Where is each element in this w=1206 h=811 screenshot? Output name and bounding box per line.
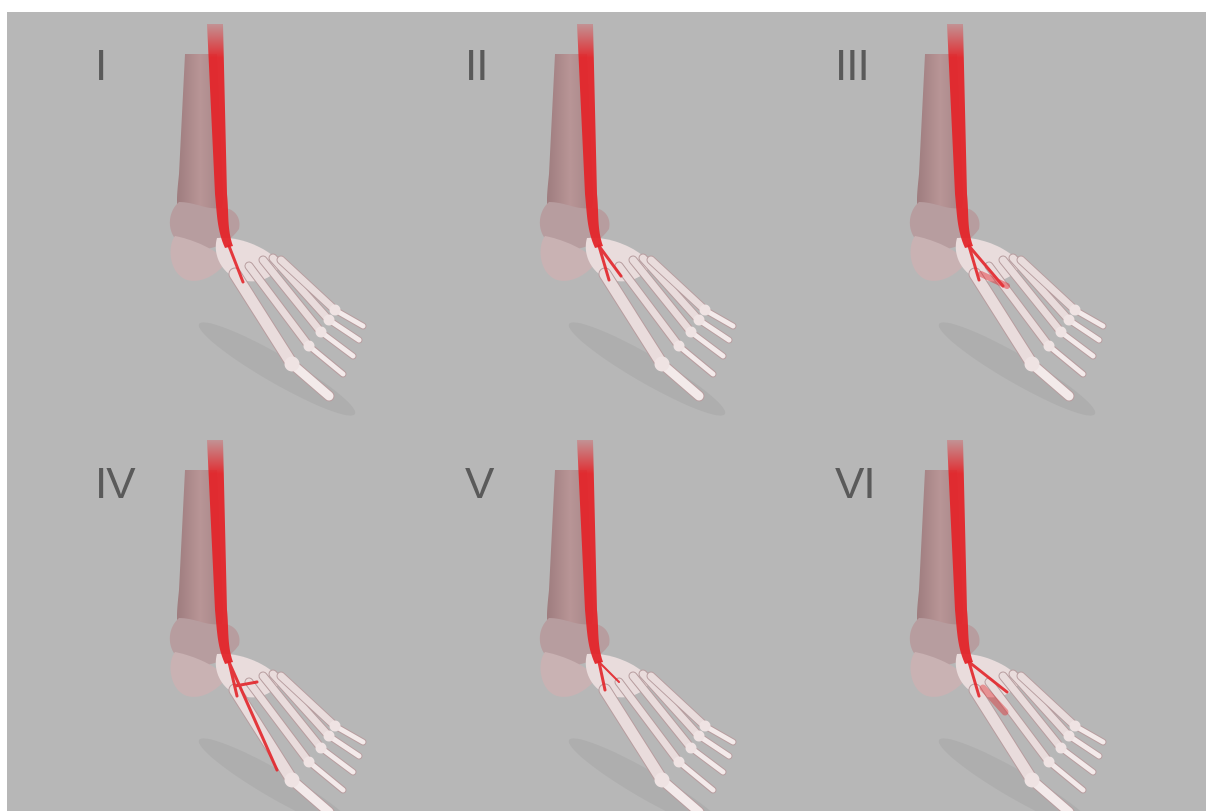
- phalanx-bone: [679, 762, 713, 790]
- foot-illustration: [67, 24, 447, 414]
- phalanx-bone: [679, 346, 713, 374]
- joint: [304, 757, 315, 768]
- joint: [316, 327, 327, 338]
- joint: [694, 315, 705, 326]
- phalanx-bone: [1049, 346, 1083, 374]
- joint: [304, 341, 315, 352]
- joint: [1025, 357, 1040, 372]
- figure-canvas: I II III IV V VI: [7, 12, 1206, 811]
- joint: [285, 357, 300, 372]
- foot-skeleton: [910, 440, 1103, 811]
- foot-skeleton: [170, 440, 363, 811]
- phalanx-bone: [1049, 762, 1083, 790]
- joint: [285, 773, 300, 788]
- foot-skeleton: [170, 24, 363, 426]
- joint: [1070, 305, 1081, 316]
- joint: [1044, 341, 1055, 352]
- foot-illustration: [807, 24, 1187, 414]
- joint: [700, 721, 711, 732]
- joint: [1070, 721, 1081, 732]
- joint: [330, 721, 341, 732]
- joint: [674, 757, 685, 768]
- joint: [700, 305, 711, 316]
- joint: [1064, 315, 1075, 326]
- panel-VI: VI: [807, 440, 1187, 811]
- joint: [316, 743, 327, 754]
- foot-skeleton: [540, 24, 733, 426]
- foot-illustration: [67, 440, 447, 811]
- panel-II: II: [437, 24, 817, 414]
- foot-illustration: [437, 24, 817, 414]
- joint: [686, 327, 697, 338]
- joint: [330, 305, 341, 316]
- panel-V: V: [437, 440, 817, 811]
- phalanx-bone: [309, 762, 343, 790]
- joint: [674, 341, 685, 352]
- joint: [655, 357, 670, 372]
- joint: [1025, 773, 1040, 788]
- panel-IV: IV: [67, 440, 447, 811]
- joint: [655, 773, 670, 788]
- joint: [686, 743, 697, 754]
- joint: [1056, 743, 1067, 754]
- foot-skeleton: [540, 440, 733, 811]
- foot-skeleton: [910, 24, 1103, 426]
- joint: [1056, 327, 1067, 338]
- joint: [1064, 731, 1075, 742]
- foot-illustration: [437, 440, 817, 811]
- joint: [324, 315, 335, 326]
- phalanx-bone: [309, 346, 343, 374]
- joint: [324, 731, 335, 742]
- joint: [694, 731, 705, 742]
- panel-III: III: [807, 24, 1187, 414]
- joint: [1044, 757, 1055, 768]
- foot-illustration: [807, 440, 1187, 811]
- panel-I: I: [67, 24, 447, 414]
